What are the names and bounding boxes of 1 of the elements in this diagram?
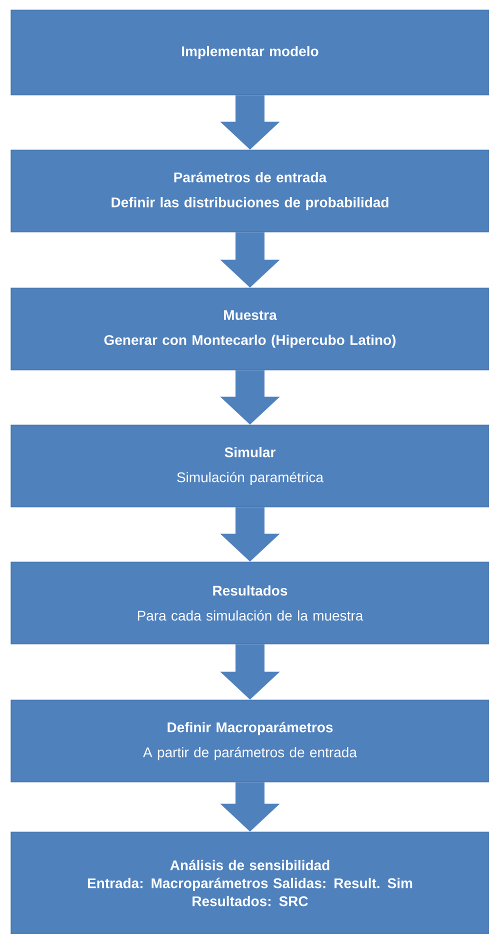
process-box: Implementar modelo	[10, 10, 489, 96]
